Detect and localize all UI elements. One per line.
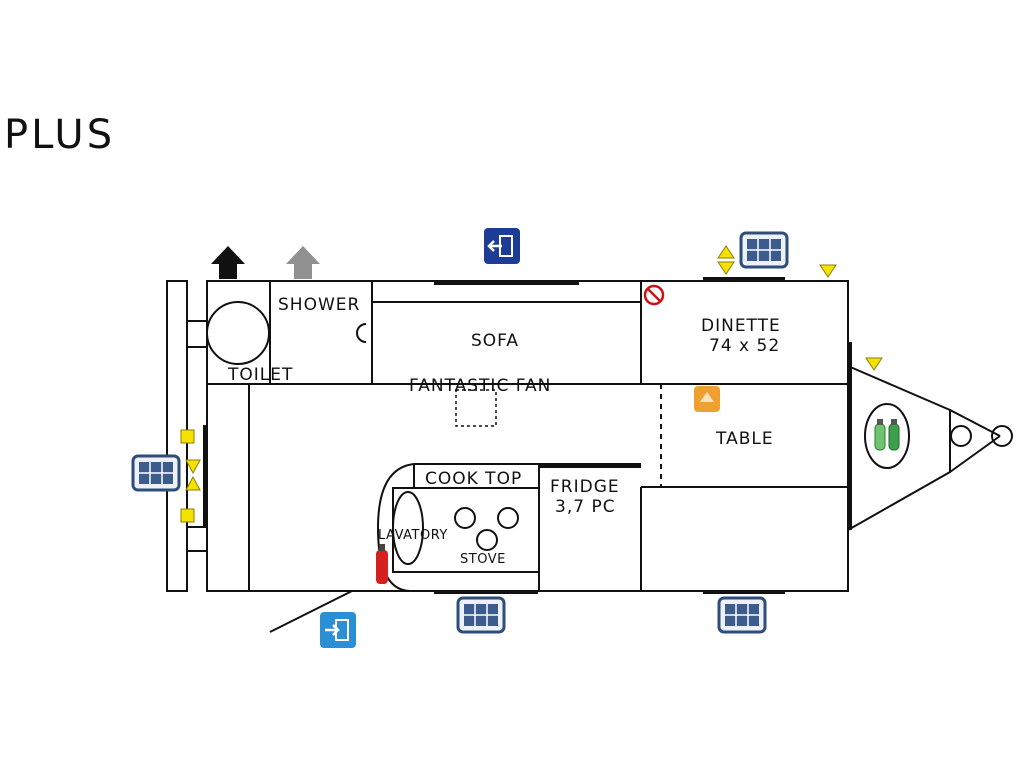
fire-extinguisher-icon [376, 544, 388, 584]
thick-accents [203, 277, 852, 594]
burner [476, 529, 498, 551]
lavatory-curve [376, 463, 415, 592]
exhaust-arrow-icon [211, 246, 245, 279]
burner [497, 507, 519, 529]
walls [166, 280, 1013, 633]
fridge-capacity-label: 3,7 PC [555, 497, 616, 517]
fantastic-fan-outline [455, 389, 497, 427]
stove-label: STOVE [460, 552, 506, 567]
orange-marker-icon [694, 386, 720, 412]
toilet-bowl [206, 301, 270, 365]
sofa-label: SOFA [471, 331, 519, 351]
fantastic-fan-label: FANTASTIC FAN [409, 376, 551, 396]
no-smoking-icon [643, 284, 665, 306]
shower-label: SHOWER [278, 295, 360, 315]
hitch-coupler [991, 425, 1013, 447]
burner [454, 507, 476, 529]
lavatory-label: LAVATORY [378, 528, 448, 543]
toilet-label: TOILET [227, 365, 293, 385]
window-icon [131, 454, 181, 492]
dinette-label: DINETTE [701, 316, 781, 336]
window-icon [739, 231, 789, 269]
cook-top-label: COOK TOP [425, 469, 522, 489]
warning-triangle-icon [865, 357, 883, 371]
dinette-size-label: 74 x 52 [709, 336, 780, 356]
warning-triangle-icon [717, 245, 735, 259]
warning-markers [180, 245, 883, 523]
exit-door-icon [320, 612, 356, 648]
jack-wheel [950, 425, 972, 447]
fridge-label: FRIDGE [550, 477, 620, 497]
gas-bottles-icon [874, 419, 900, 451]
warning-triangle-icon [185, 459, 201, 475]
yellow-marker-icon [180, 429, 195, 444]
window-icon [717, 596, 767, 634]
entry-door-swing [269, 590, 353, 633]
warning-triangle-icon [717, 261, 735, 275]
gas-bottle-compartment [864, 403, 910, 469]
lavatory-basin [392, 491, 424, 565]
entry-door-icon [484, 228, 520, 264]
shower-drain [356, 323, 367, 343]
warning-triangle-icon [185, 475, 201, 491]
table-label: TABLE [715, 429, 774, 449]
window-icon [456, 596, 506, 634]
floorplan-title: PLUS [4, 112, 116, 158]
warning-triangle-icon [819, 264, 837, 278]
vent-arrow-icon [286, 246, 320, 279]
yellow-marker-icon [180, 508, 195, 523]
hitch-tongue [847, 365, 951, 531]
